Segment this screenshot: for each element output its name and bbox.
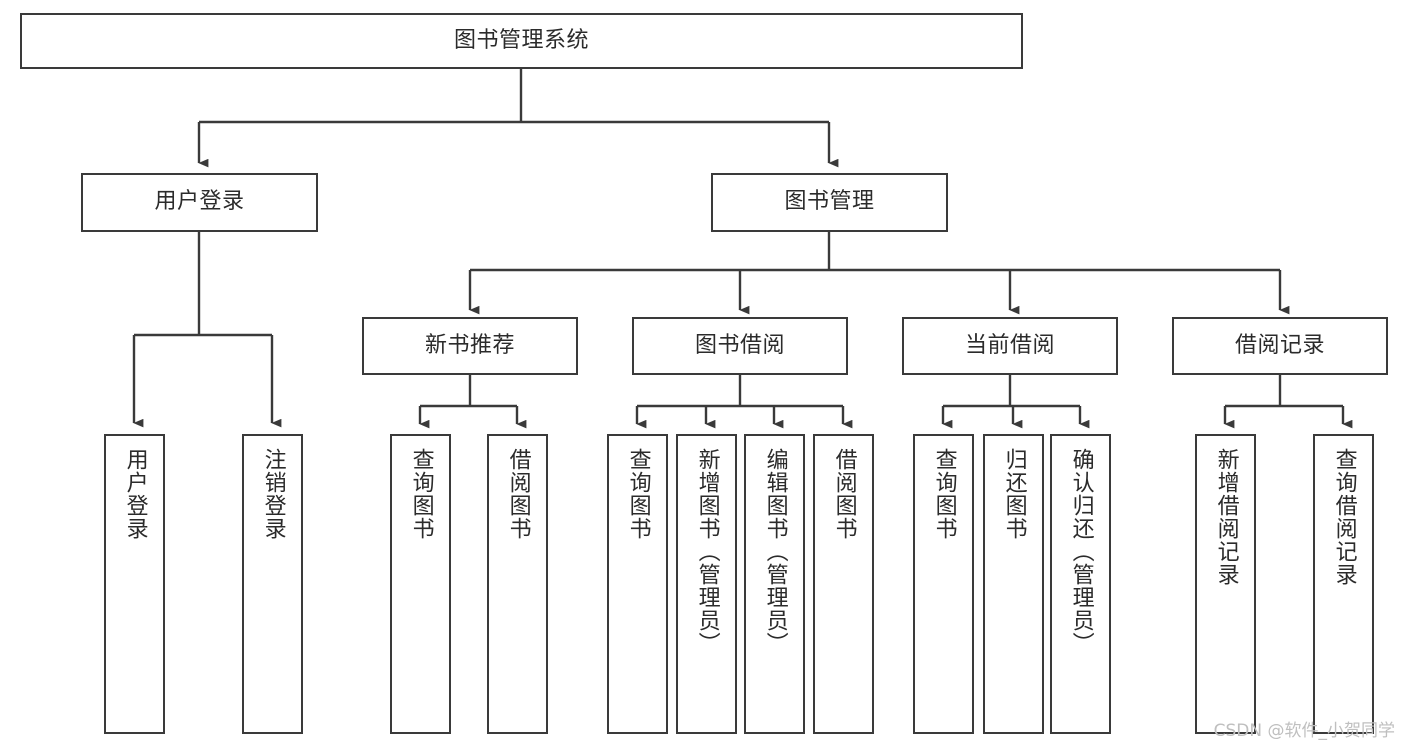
node-user-login-label: 用户登录: [154, 189, 245, 215]
node-book-manage-label: 图书管理: [784, 189, 875, 215]
node-current-borrow-label: 当前借阅: [964, 332, 1055, 358]
leaf-user-login-1[interactable]: 用户登录: [104, 434, 165, 734]
leaf-current-borrow-1[interactable]: 查询图书: [913, 434, 974, 734]
leaf-book-borrow-3[interactable]: 编辑图书（管理员）: [744, 434, 805, 734]
leaf-book-borrow-1[interactable]: 查询图书: [607, 434, 668, 734]
node-book-borrow-label: 图书借阅: [694, 332, 785, 358]
node-user-login[interactable]: 用户登录: [81, 173, 318, 232]
leaf-new-book-1-label: 查询图书: [408, 448, 434, 540]
leaf-current-borrow-1-label: 查询图书: [931, 448, 957, 540]
node-root-label: 图书管理系统: [453, 27, 589, 53]
leaf-book-borrow-1-label: 查询图书: [625, 448, 651, 540]
leaf-new-book-1[interactable]: 查询图书: [390, 434, 451, 734]
node-book-manage[interactable]: 图书管理: [711, 173, 948, 232]
leaf-borrow-record-1[interactable]: 新增借阅记录: [1195, 434, 1256, 734]
leaf-current-borrow-3-label: 确认归还（管理员）: [1068, 448, 1094, 655]
node-borrow-record-label: 借阅记录: [1234, 332, 1325, 358]
leaf-user-login-2-label: 注销登录: [260, 448, 286, 540]
leaf-borrow-record-2[interactable]: 查询借阅记录: [1313, 434, 1374, 734]
leaf-book-borrow-2-label: 新增图书（管理员）: [694, 448, 720, 655]
leaf-user-login-1-label: 用户登录: [122, 448, 148, 540]
leaf-new-book-2-label: 借阅图书: [505, 448, 531, 540]
leaf-current-borrow-2-label: 归还图书: [1001, 448, 1027, 540]
leaf-current-borrow-3[interactable]: 确认归还（管理员）: [1050, 434, 1111, 734]
leaf-book-borrow-4-label: 借阅图书: [831, 448, 857, 540]
node-new-book-recommend-label: 新书推荐: [424, 332, 515, 358]
node-root[interactable]: 图书管理系统: [20, 13, 1023, 69]
leaf-borrow-record-2-label: 查询借阅记录: [1331, 448, 1357, 586]
leaf-new-book-2[interactable]: 借阅图书: [487, 434, 548, 734]
leaf-user-login-2[interactable]: 注销登录: [242, 434, 303, 734]
node-book-borrow[interactable]: 图书借阅: [632, 317, 848, 375]
node-new-book-recommend[interactable]: 新书推荐: [362, 317, 578, 375]
watermark: CSDN @软件_小贺同学: [1213, 721, 1395, 741]
node-borrow-record[interactable]: 借阅记录: [1172, 317, 1388, 375]
leaf-book-borrow-3-label: 编辑图书（管理员）: [762, 448, 788, 655]
leaf-book-borrow-2[interactable]: 新增图书（管理员）: [676, 434, 737, 734]
node-current-borrow[interactable]: 当前借阅: [902, 317, 1118, 375]
leaf-book-borrow-4[interactable]: 借阅图书: [813, 434, 874, 734]
leaf-borrow-record-1-label: 新增借阅记录: [1213, 448, 1239, 586]
leaf-current-borrow-2[interactable]: 归还图书: [983, 434, 1044, 734]
